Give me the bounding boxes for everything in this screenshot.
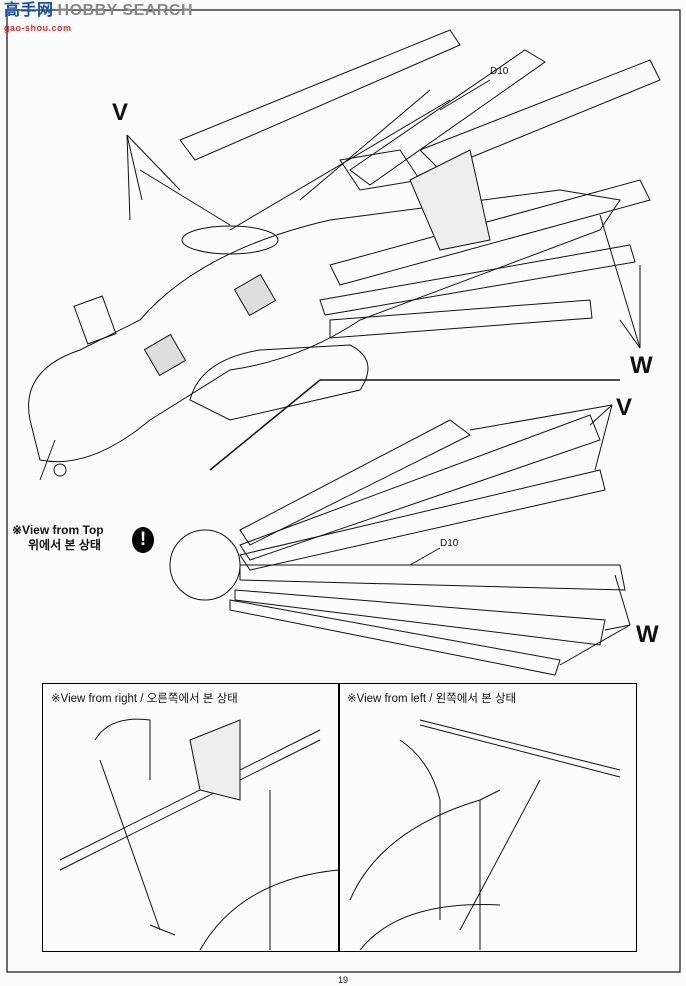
right-view-drawing [59, 718, 339, 951]
watermark-url: gao-shou.com [4, 23, 72, 33]
top-view-note: ※View from Top 위에서 본 상태 [12, 523, 104, 553]
label-d10-mid: D10 [440, 538, 459, 549]
panel-view-from-right: ※View from right / 오른쪽에서 본 상태 [42, 683, 340, 952]
helicopter-fuselage [28, 149, 621, 481]
watermark: 高手网 HOBBY SEARCH gao-shou.com [4, 2, 193, 33]
watermark-chinese: 高手网 [4, 2, 54, 19]
panel-caption: ※View from right / 오른쪽에서 본 상태 [51, 693, 238, 705]
label-w-top: W [630, 352, 653, 379]
page-border [6, 9, 681, 973]
page-number: 19 [338, 975, 349, 985]
label-v-top: V [112, 99, 129, 126]
panel-view-from-left: ※View from left / 왼쪽에서 본 상태 [338, 683, 637, 952]
panel-caption: ※View from left / 왼쪽에서 본 상태 [347, 693, 517, 705]
top-rotor-blades [179, 29, 661, 339]
label-w-mid: W [636, 621, 659, 648]
top-view-note-ko: 위에서 본 상태 [28, 538, 101, 552]
top-view-note-en: ※View from Top [12, 523, 104, 537]
leader-lines-top [126, 79, 641, 349]
left-view-drawing [349, 719, 621, 951]
label-v-mid: V [616, 394, 633, 421]
label-d10-top: D10 [490, 66, 509, 77]
top-view-rotor [169, 404, 631, 676]
exclamation-icon: ! [132, 527, 154, 553]
watermark-brand: HOBBY SEARCH [57, 2, 194, 19]
watermark-row: 高手网 HOBBY SEARCH [4, 2, 193, 20]
